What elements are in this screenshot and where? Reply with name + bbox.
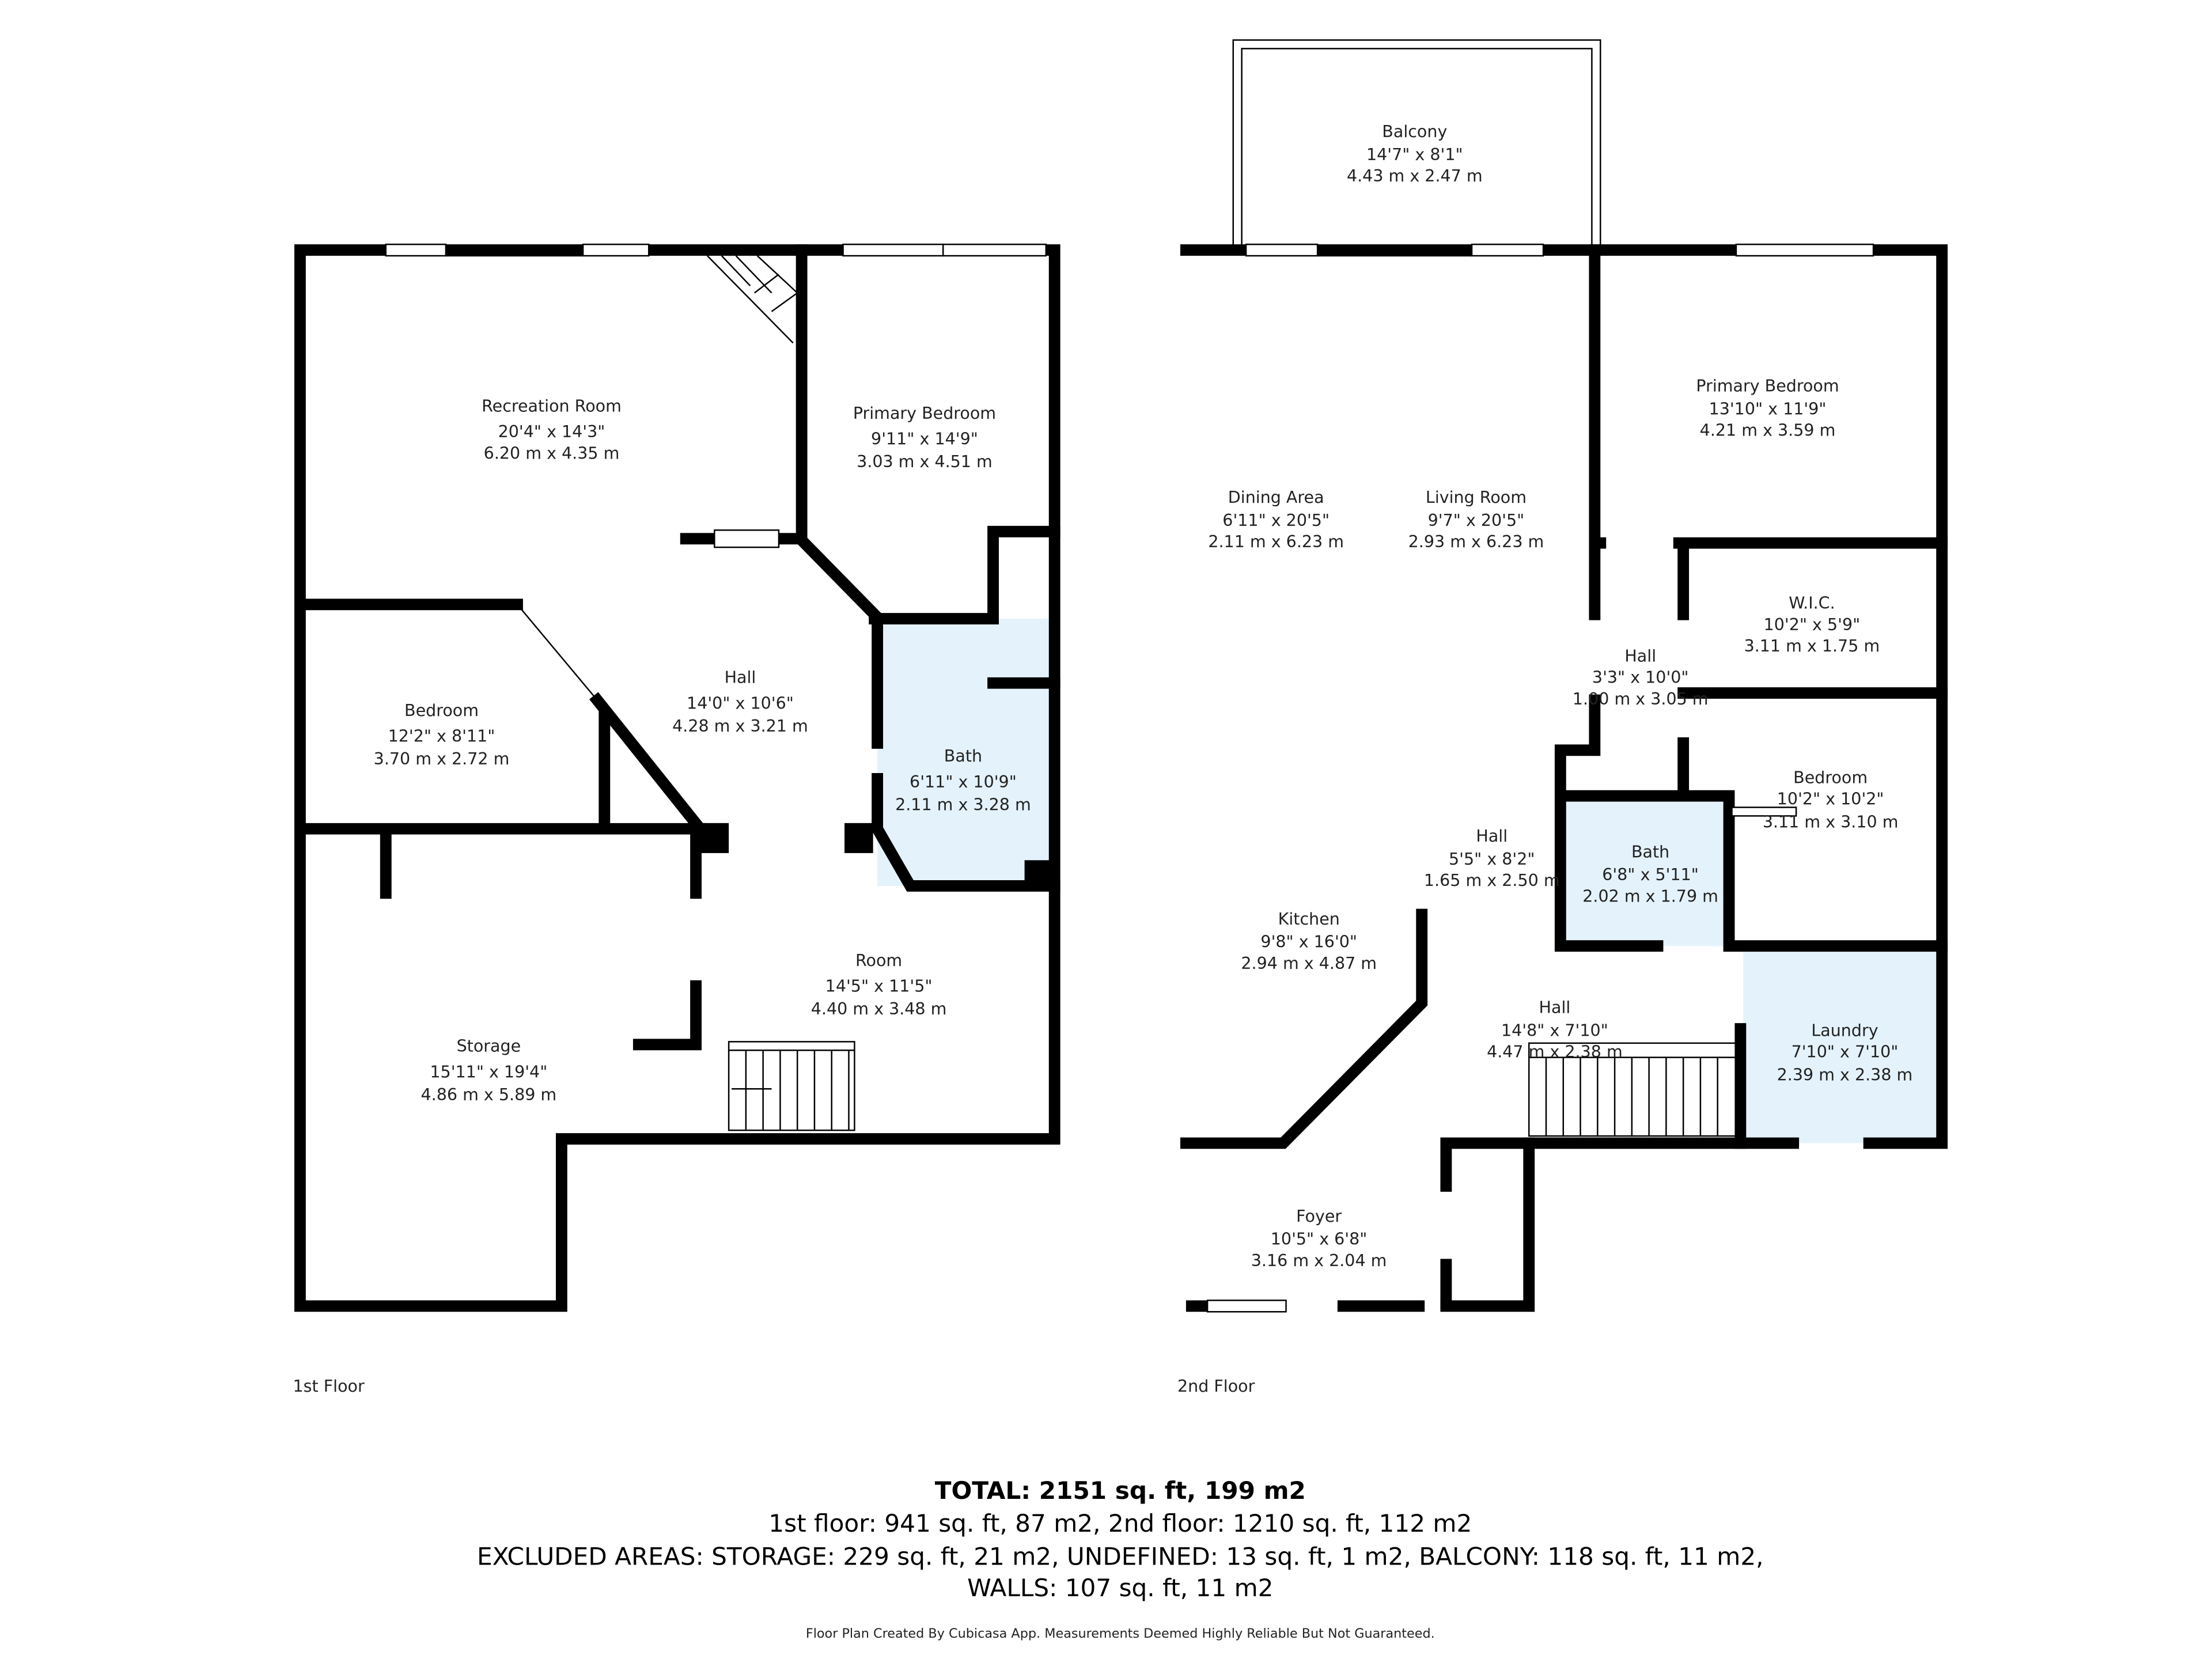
window <box>1471 243 1544 257</box>
window <box>1206 1300 1287 1313</box>
total-area: TOTAL: 2151 sq. ft, 199 m2 <box>935 1476 1306 1505</box>
excluded-areas: EXCLUDED AREAS: STORAGE: 229 sq. ft, 21 … <box>477 1542 1763 1570</box>
column <box>700 823 729 853</box>
opening <box>714 529 780 548</box>
laundry-fill <box>1743 946 1942 1143</box>
bath-fill <box>877 619 1055 886</box>
bath-fill <box>1560 796 1729 946</box>
window <box>942 243 1047 257</box>
area-summary: TOTAL: 2151 sq. ft, 199 m2 1st floor: 94… <box>477 1476 1763 1641</box>
disclaimer: Floor Plan Created By Cubicasa App. Meas… <box>806 1626 1435 1641</box>
floor-areas: 1st floor: 941 sq. ft, 87 m2, 2nd floor:… <box>768 1509 1472 1537</box>
floor-label-1st: 1st Floor <box>293 1377 365 1396</box>
column <box>844 823 873 853</box>
shelf <box>1731 806 1797 817</box>
door-opening <box>517 604 598 701</box>
balcony-outline <box>1232 39 1601 251</box>
window <box>385 243 447 257</box>
second-floor-plan <box>1180 39 1948 1313</box>
door-opening <box>801 539 876 615</box>
first-floor-plan <box>294 243 1060 1312</box>
room-label: W.I.C.10'2" x 5'9"3.11 m x 1.75 m <box>1744 594 1880 656</box>
window <box>582 243 650 257</box>
window <box>842 243 944 257</box>
walls-area: WALLS: 107 sq. ft, 11 m2 <box>967 1574 1273 1602</box>
window <box>1735 243 1874 257</box>
stairs <box>1528 1042 1741 1137</box>
window <box>1245 243 1319 257</box>
column <box>1024 860 1055 889</box>
outer-wall <box>294 244 1060 1312</box>
stairs <box>728 1041 855 1131</box>
floor-label-2nd: 2nd Floor <box>1177 1377 1255 1396</box>
stairs <box>707 255 798 344</box>
